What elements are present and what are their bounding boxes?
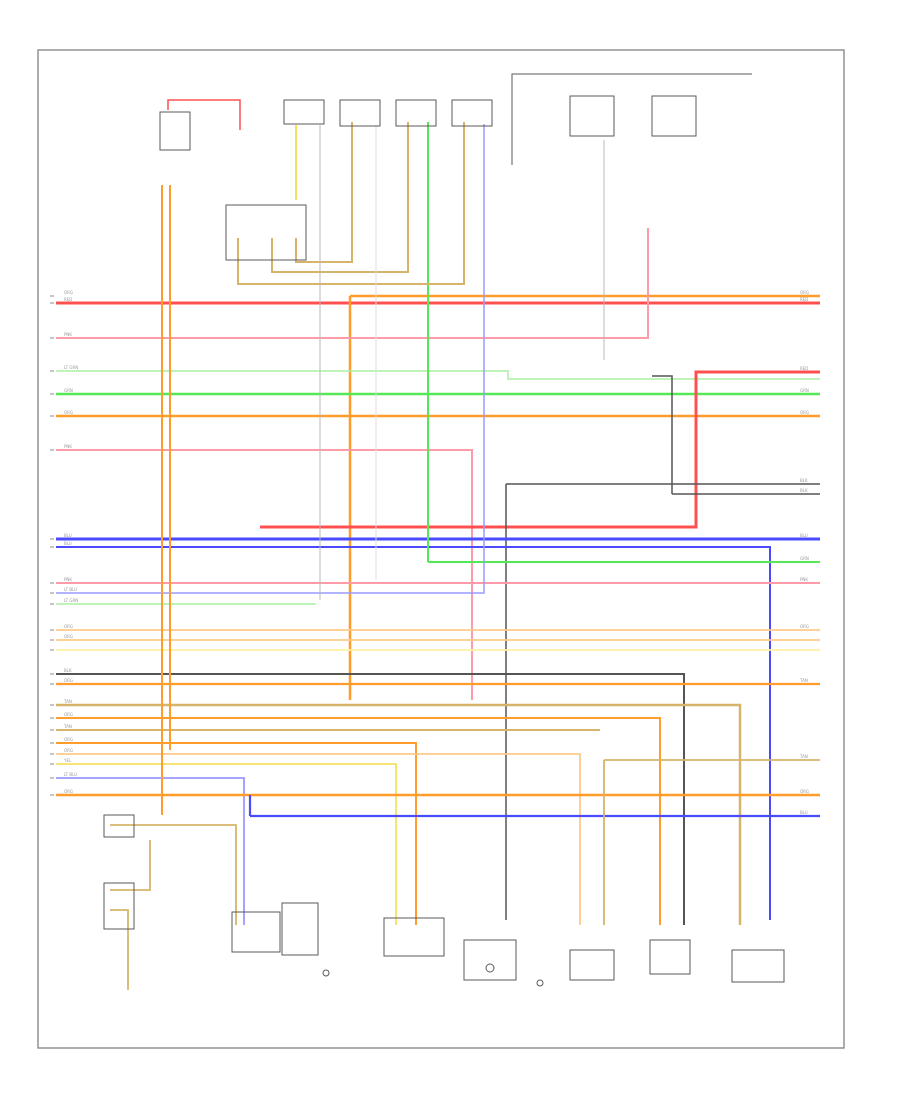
wire-black-19 [56,673,685,925]
relay-connector-1 [283,99,325,125]
wire-label: PNK [800,577,808,582]
wire-pink-2 [56,228,649,339]
wire-tan-41 [110,824,237,925]
wire-label: LT BLU [64,587,77,592]
wire-label: BLU [800,810,808,815]
fuel-tank-pressure-sensor [731,949,785,983]
wire-label: ORG [64,737,73,742]
wire-label: PNK [64,332,72,337]
wire-label: TAN [63,699,72,704]
fuel-pump-module [463,939,517,981]
wire-label: GRN [64,388,73,393]
sensor-assembly-top-left [159,111,191,151]
wire-label: BLU [800,533,808,538]
wire-label: ORG [64,410,73,415]
wire-tan-42 [110,840,151,891]
switch-assembly-top-right [511,73,752,165]
wire-label: TAN [799,754,808,759]
wire-label: LT GRN [64,598,78,603]
wire-tan-30 [603,759,820,925]
ground-point-left [322,969,330,977]
connector-block-b [103,882,135,930]
wire-label: LT BLU [64,772,77,777]
module-connector-c [281,902,319,956]
wire-tan-21 [56,703,742,925]
edge-tick-marks [50,295,54,796]
ground-point-right [536,979,544,987]
wire-label: ORG [64,712,73,717]
connector-block-a [103,814,135,838]
fuel-pump-symbol [485,963,495,973]
wire-label: ORG [800,410,809,415]
wire-tan-34 [271,122,409,273]
wire-lightorange-25 [56,753,581,925]
wire-yellow-26 [56,763,397,925]
wire-label: ORG [64,624,73,629]
relay-connector-3 [395,99,437,127]
top-components [159,73,752,261]
throttle-body-connector [231,911,281,953]
wire-labels: RED ORG PNK LT GRN GRN ORG PNK BLU BLU PNK LT BLU L… [63,290,809,815]
wire-label: ORG [64,634,73,639]
wire-blue-29 [248,795,820,818]
wire-label: TAN [63,724,72,729]
wire-label: PNK [64,577,72,582]
wire-tan-43 [110,909,129,990]
wire-label: LT GRN [64,365,78,370]
wire-label: ORG [64,748,73,753]
wire-green-12 [427,122,820,563]
wire-lightblue-27 [56,777,245,925]
wire-label: BLK [64,668,72,673]
wire-label: BLU [64,533,72,538]
wire-layer [56,99,820,990]
splice-block [225,204,307,261]
wire-label: RED [800,297,808,302]
wire-label: GRN [800,388,809,393]
wire-label: ORG [64,789,73,794]
switch-block-2 [651,95,697,137]
relay-connector-4 [451,99,493,127]
wire-lightgreen-3 [56,370,820,380]
wire-label: GRN [800,556,809,561]
wire-orange-24 [56,742,417,925]
wire-red-7 [260,370,820,529]
relay-connector-2 [339,99,381,127]
wire-label: BLK [800,478,808,483]
wire-tan-35 [295,122,353,263]
wire-label: BLK [800,488,808,493]
wire-label: YEL [63,758,72,763]
wire-label: ORG [800,290,809,295]
wire-black-8 [505,483,820,920]
wire-pink-6 [56,449,473,700]
crankshaft-position-sensor [569,949,615,981]
throttle-position-sensor [383,917,445,957]
wire-black-9 [652,375,820,495]
wire-orange-22 [56,717,661,925]
wire-label: ORG [800,624,809,629]
wire-lightblue-15 [56,124,485,594]
wire-label: ORG [64,290,73,295]
wire-label: ORG [800,789,809,794]
bottom-components [103,814,785,987]
wire-label: BLU [64,541,72,546]
wire-label: RED [800,366,808,371]
wire-label: RED [64,297,72,302]
wire-tan-33 [237,122,465,285]
wire-red-40 [167,99,241,130]
camshaft-position-sensor [649,939,691,975]
wire-label: ORG [64,678,73,683]
wire-blue-11 [56,546,771,920]
diagram-frame [37,49,845,1049]
wire-label: PNK [64,444,72,449]
wire-label: TAN [799,678,808,683]
switch-block-1 [569,95,615,137]
